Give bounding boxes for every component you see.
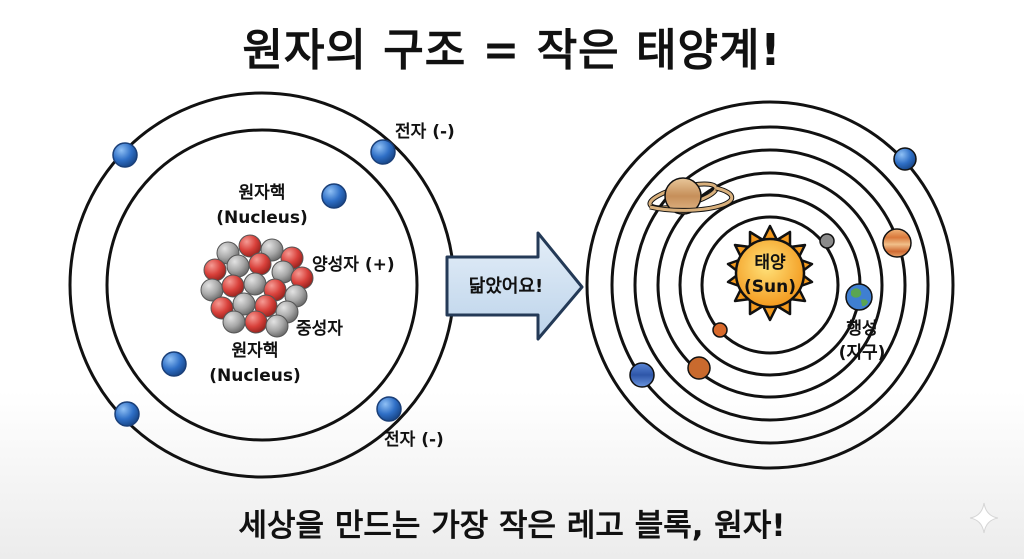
page-title: 원자의 구조 = 작은 태양계! xyxy=(242,25,782,76)
planet-saturn xyxy=(647,177,735,215)
sparkle-icon xyxy=(969,502,999,534)
electron-orbit-inner xyxy=(105,128,419,442)
nucleus-label-top: 원자핵 xyxy=(239,183,286,203)
orbit xyxy=(656,171,884,399)
nucleus-label-bottom: 원자핵 xyxy=(232,341,279,361)
sun: 태양 (Sun) xyxy=(726,224,814,322)
sun-label-en: (Sun) xyxy=(744,277,796,297)
planet-moon xyxy=(819,233,835,249)
electron xyxy=(376,396,402,422)
nucleus xyxy=(200,234,314,338)
nucleus-label-top-en: (Nucleus) xyxy=(216,208,308,228)
electron xyxy=(161,351,187,377)
orbit xyxy=(585,100,955,470)
planet-mercury xyxy=(712,322,728,338)
planet-label-sub: (지구) xyxy=(839,343,886,363)
planet-venus xyxy=(687,356,711,380)
electron xyxy=(370,139,396,165)
planet-jupiter xyxy=(882,228,912,258)
footer-caption: 세상을 만드는 가장 작은 레고 블록, 원자! xyxy=(238,508,786,544)
orbit xyxy=(610,125,930,445)
orbit xyxy=(633,148,907,422)
orbit xyxy=(700,215,840,355)
arrow-label: 닮았어요! xyxy=(469,276,543,297)
electron-label-bottom: 전자 (-) xyxy=(384,430,444,450)
planet-label: 행성 xyxy=(846,319,877,339)
neutron-label: 중성자 xyxy=(296,319,343,339)
atom-diagram: 전자 (-) 원자핵 (Nucleus) 양성자 (+) 중성자 원자핵 (Nu… xyxy=(68,91,456,479)
planet-neptune xyxy=(629,362,655,388)
planet-earth xyxy=(845,283,873,311)
nucleus-label-bottom-en: (Nucleus) xyxy=(209,366,301,386)
sun-label: 태양 xyxy=(754,253,786,273)
electron xyxy=(112,142,138,168)
similarity-arrow: 닮았어요! xyxy=(445,231,584,341)
electron-label-top: 전자 (-) xyxy=(395,122,455,142)
electron xyxy=(321,183,347,209)
electron xyxy=(114,401,140,427)
planet-uranus xyxy=(893,147,917,171)
solar-system-diagram: 태양 (Sun) 행성 (지구) xyxy=(585,100,955,470)
proton-label: 양성자 (+) xyxy=(312,255,395,275)
